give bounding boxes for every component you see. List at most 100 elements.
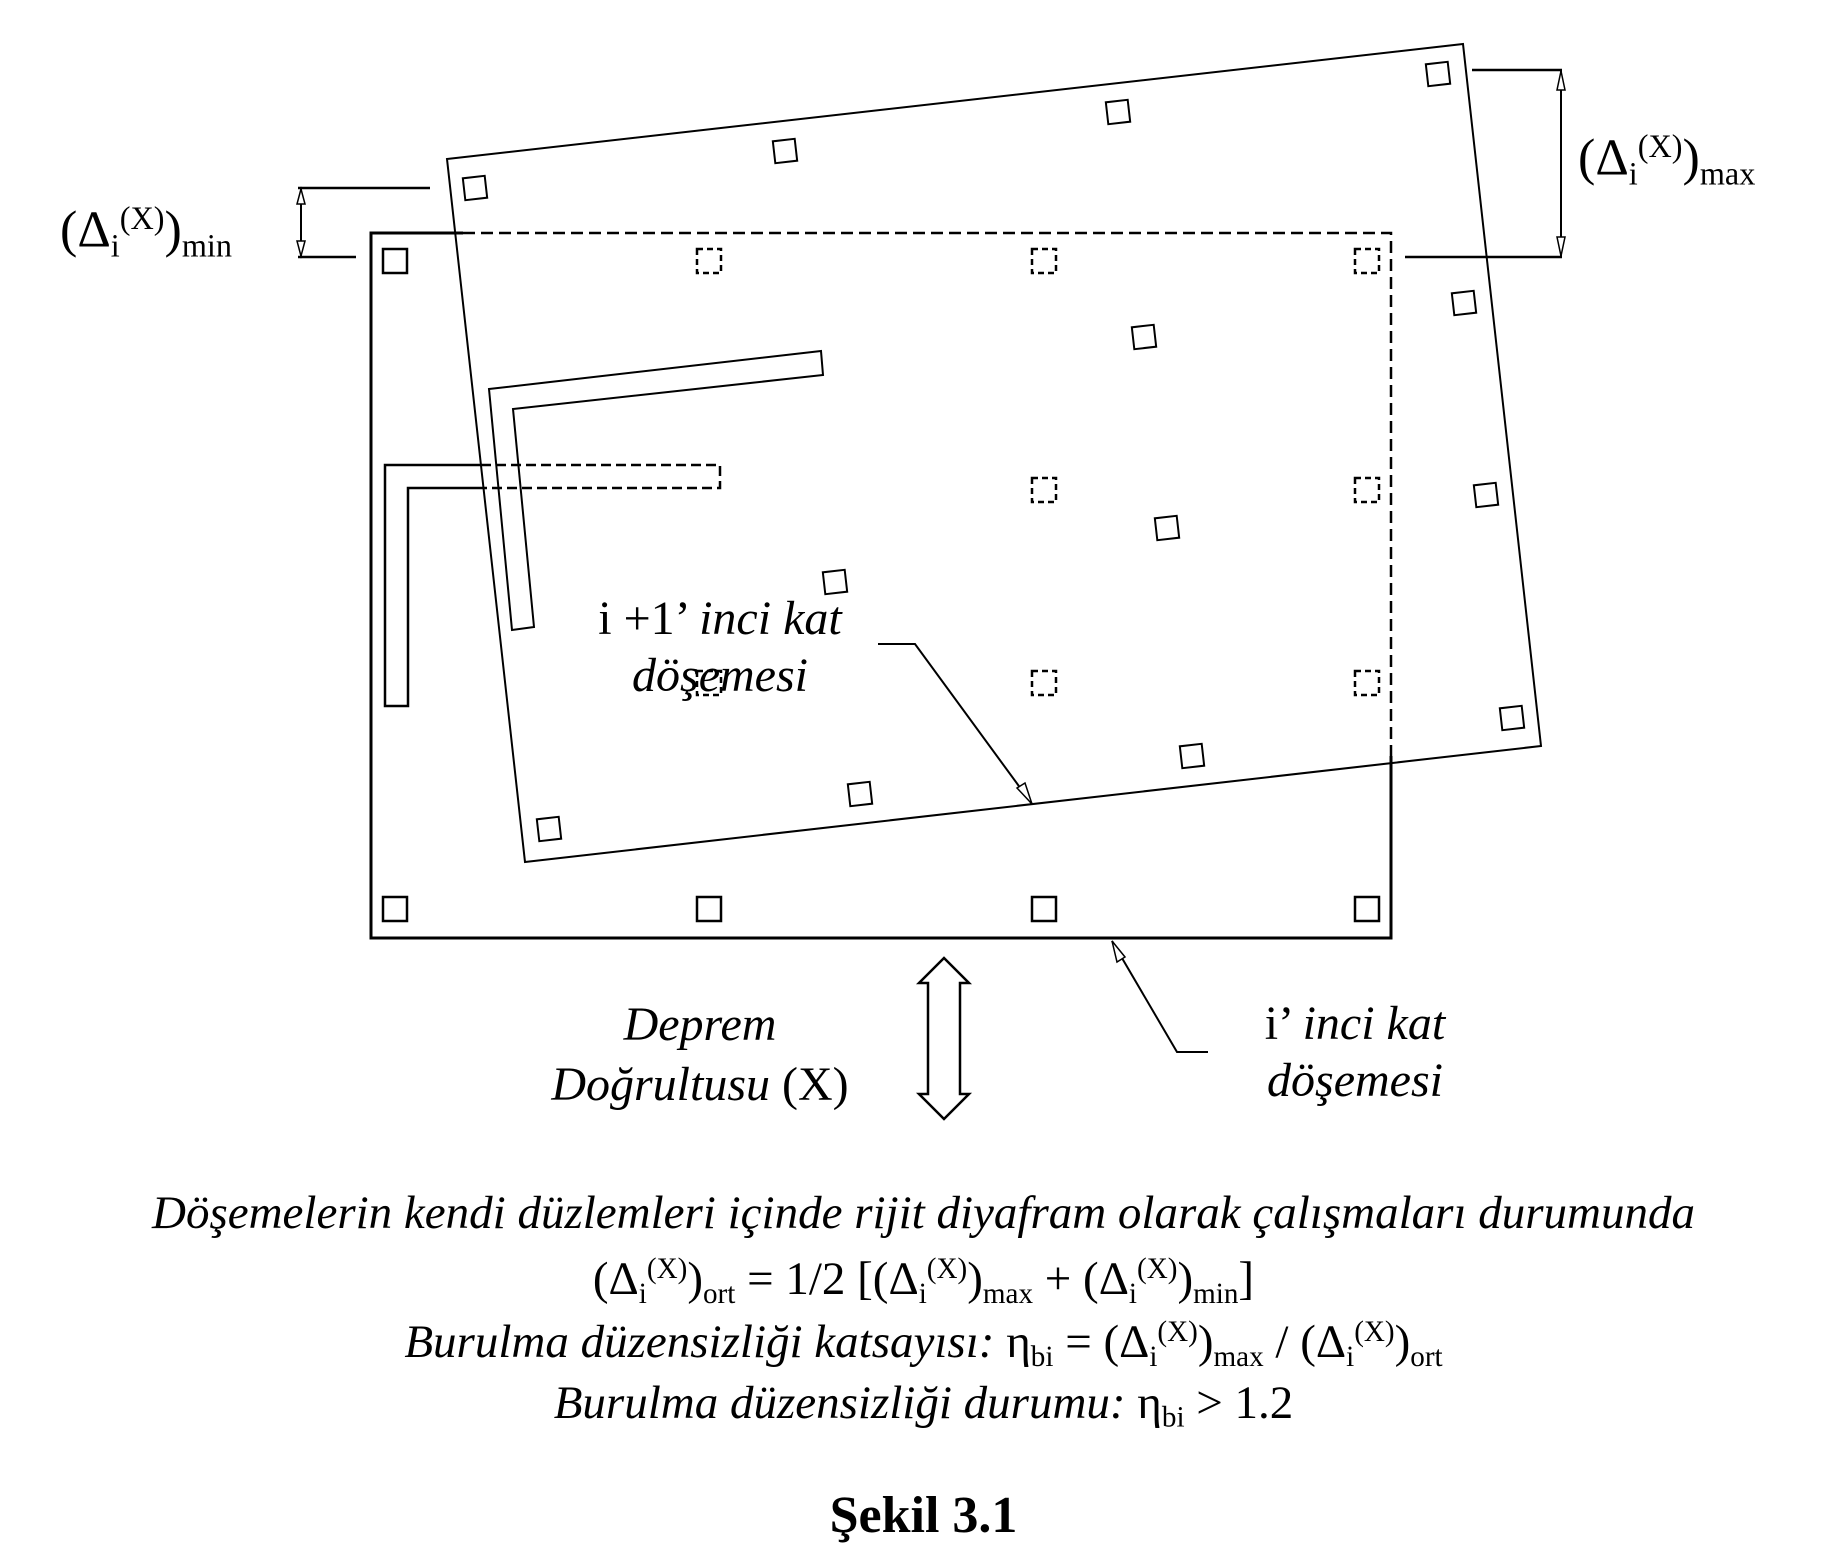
figure-number: Şekil 3.1 (829, 1487, 1018, 1544)
upper-slab-columns (461, 60, 1526, 843)
column-hidden (1353, 476, 1381, 504)
floor-index: i’ (1264, 997, 1303, 1050)
torsion-coefficient-text: Burulma düzensizliği katsayısı: (404, 1316, 1007, 1369)
caption-torsion-coefficient: Burulma düzensizliği katsayısı: ηbi = (Δ… (0, 1316, 1847, 1373)
lower-slab-label-line1: i’ inci kat (1235, 995, 1475, 1052)
column (1424, 60, 1452, 88)
earthquake-direction-line2: Doğrultusu (X) (520, 1055, 880, 1115)
ort-subscript: ort (702, 1277, 736, 1310)
delta-min-label: (Δi(X))min (60, 202, 232, 262)
caption-torsion-condition: Burulma düzensizliği durumu: ηbi > 1.2 (0, 1380, 1847, 1433)
column (846, 780, 874, 808)
index-i: i (638, 1277, 647, 1310)
delta-symbol: (Δ (592, 1253, 639, 1306)
lower-slab-label-line2: döşemesi (1267, 1054, 1443, 1107)
close-paren: ) (1177, 1253, 1194, 1306)
column (1104, 98, 1132, 126)
column (1130, 323, 1158, 351)
upper-slab-label-line2: döşemesi (632, 649, 808, 702)
caption-formula-average: (Δi(X))ort = 1/2 [(Δi(X))max + (Δi(X))mi… (0, 1253, 1847, 1310)
column (1498, 704, 1526, 732)
close-bracket: ] (1238, 1253, 1255, 1306)
half-sum-open: = 1/2 [(Δ (735, 1253, 919, 1306)
floor-word: inci kat (699, 592, 842, 645)
index-i: i (1128, 1277, 1138, 1310)
column (821, 568, 849, 596)
column (381, 895, 409, 923)
min-subscript: min (181, 227, 232, 264)
delta-symbol: (Δ (60, 201, 111, 259)
column (1450, 289, 1478, 317)
upper-slab-label: i +1’ inci kat döşemesi (560, 590, 880, 704)
index-i: i (1628, 155, 1638, 192)
condition-value: > 1.2 (1184, 1377, 1294, 1429)
column (695, 895, 723, 923)
upper-slab-label-line1: i +1’ inci kat (560, 590, 880, 647)
divide-open: / (Δ (1263, 1316, 1347, 1369)
column-hidden (695, 669, 723, 697)
bi-subscript: bi (1161, 1401, 1185, 1434)
upper-slab-outline (445, 42, 1543, 864)
close-paren: ) (1394, 1316, 1411, 1369)
column (535, 815, 563, 843)
upper-slab-leader (878, 643, 1033, 805)
earthquake-direction-label: Deprem Doğrultusu (X) (520, 995, 880, 1115)
column-hidden (1030, 247, 1058, 275)
close-paren: ) (164, 201, 182, 259)
floor-word: inci kat (1302, 997, 1446, 1050)
max-subscript: max (1213, 1340, 1264, 1373)
column (1178, 742, 1206, 770)
direction-x: (X) (1354, 1316, 1395, 1348)
direction-x: (X) (646, 1253, 688, 1285)
lower-slab-label: i’ inci kat döşemesi (1235, 995, 1475, 1109)
plus-open: + (Δ (1033, 1253, 1129, 1306)
lower-slab-columns (381, 247, 1381, 923)
column-hidden (1030, 669, 1058, 697)
column (381, 247, 409, 275)
close-paren: ) (1682, 129, 1700, 187)
column (461, 174, 489, 202)
index-i: i (1346, 1340, 1355, 1373)
index-i: i (918, 1277, 927, 1310)
torsion-condition-text: Burulma düzensizliği durumu: (553, 1377, 1138, 1429)
direction-x: (X) (1157, 1316, 1198, 1348)
close-paren: ) (1197, 1316, 1214, 1369)
column-hidden (695, 247, 723, 275)
column-hidden (1353, 247, 1381, 275)
earthquake-direction-line1: Deprem (623, 998, 777, 1051)
direction-x: (X) (1137, 1253, 1178, 1285)
column (771, 137, 799, 165)
lower-slab-hidden-edge (463, 231, 1393, 756)
column (1153, 514, 1181, 542)
min-subscript: min (1193, 1277, 1239, 1310)
column-hidden (1030, 476, 1058, 504)
eta-symbol: η (1137, 1377, 1162, 1429)
lower-slab-solid-edge (369, 231, 1393, 940)
direction-word: Doğrultusu (551, 1058, 783, 1111)
column (1472, 481, 1500, 509)
equals-open: = (Δ (1053, 1316, 1150, 1369)
lower-slab-leader (1111, 940, 1208, 1053)
direction-x: (X) (926, 1253, 968, 1285)
column (1030, 895, 1058, 923)
ort-subscript: ort (1410, 1340, 1443, 1373)
max-subscript: max (982, 1277, 1034, 1310)
delta-max-label: (Δi(X))max (1578, 130, 1755, 190)
lower-slab (369, 231, 1393, 940)
delta-max-dimension (1405, 68, 1566, 259)
floor-index: i +1’ (598, 592, 700, 645)
caption-description: Döşemelerin kendi düzlemleri içinde riji… (152, 1187, 1695, 1239)
delta-symbol: (Δ (1578, 129, 1629, 187)
direction-x: (X) (1637, 128, 1683, 164)
column (1353, 895, 1381, 923)
index-i: i (1149, 1340, 1158, 1373)
direction-axis: (X) (782, 1058, 849, 1111)
upper-slab (445, 42, 1543, 864)
bi-subscript: bi (1030, 1340, 1054, 1373)
lower-shear-wall (383, 463, 722, 708)
direction-x: (X) (119, 200, 165, 236)
max-subscript: max (1699, 155, 1756, 192)
column-hidden (1353, 669, 1381, 697)
earthquake-direction-arrow-icon (915, 956, 973, 1121)
